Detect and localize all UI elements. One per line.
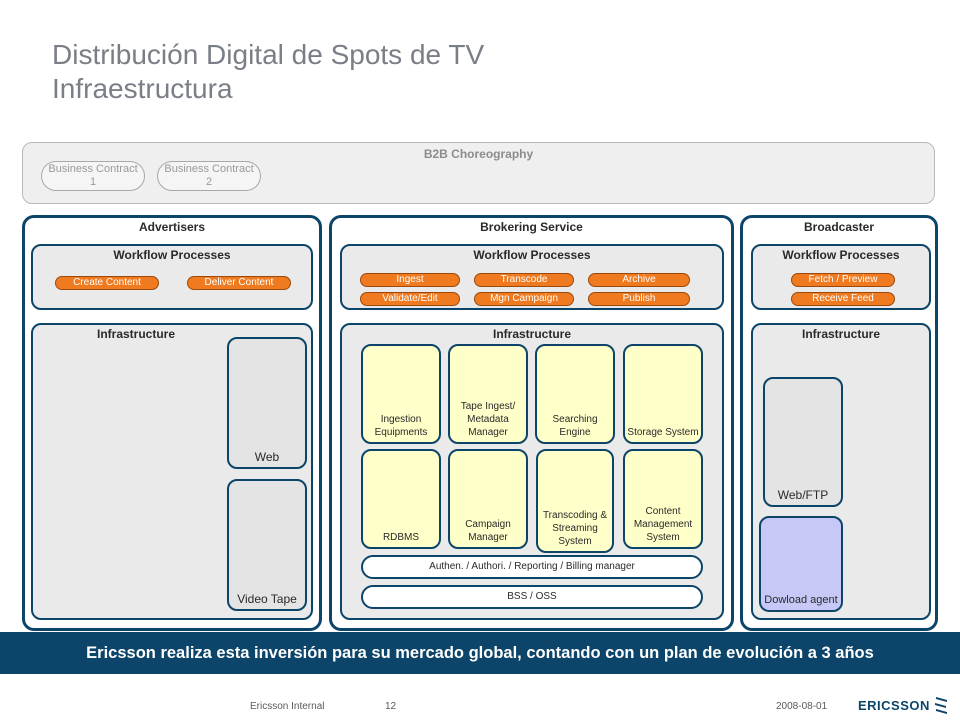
advertisers-infrastructure-title: Infrastructure bbox=[96, 327, 176, 341]
component-download-agent: Dowload agent bbox=[759, 516, 843, 612]
footer-classification: Ericsson Internal bbox=[250, 701, 325, 712]
advertisers-infrastructure-panel: Infrastructure Web Video Tape bbox=[31, 323, 313, 620]
workflow-transcode: Transcode bbox=[474, 273, 574, 287]
component-web-ftp: Web/FTP bbox=[763, 377, 843, 507]
broadcaster-infrastructure-title: Infrastructure bbox=[801, 327, 881, 341]
component-searching-engine: Searching Engine bbox=[535, 344, 615, 444]
business-contract-1: Business Contract 1 bbox=[41, 161, 145, 191]
component-tape-ingest-metadata-manager: Tape Ingest/ Metadata Manager bbox=[448, 344, 528, 444]
b2b-choreography-band: B2B Choreography Business Contract 1 Bus… bbox=[22, 142, 935, 204]
brokering-infrastructure-panel: Infrastructure Ingestion Equipments Tape… bbox=[340, 323, 724, 620]
component-transcoding-streaming-system: Transcoding & Streaming System bbox=[536, 449, 614, 553]
brokering-workflow-title: Workflow Processes bbox=[473, 248, 591, 262]
component-video-tape: Video Tape bbox=[227, 479, 307, 611]
brokering-infrastructure-title: Infrastructure bbox=[492, 327, 572, 341]
logo-text: ERICSSON bbox=[858, 697, 930, 713]
brokering-workflow-panel: Workflow Processes Ingest Transcode Arch… bbox=[340, 244, 724, 310]
workflow-receive-feed: Receive Feed bbox=[791, 292, 895, 306]
footer-date: 2008-08-01 bbox=[776, 701, 828, 712]
broadcaster-workflow-title: Workflow Processes bbox=[782, 248, 900, 262]
brokering-service-column: Brokering Service Workflow Processes Ing… bbox=[329, 215, 734, 631]
component-campaign-manager: Campaign Manager bbox=[448, 449, 528, 549]
page-title-line1: Distribución Digital de Spots de TV bbox=[52, 39, 485, 70]
advertisers-workflow-panel: Workflow Processes Create Content Delive… bbox=[31, 244, 313, 310]
advertisers-column: Advertisers Workflow Processes Create Co… bbox=[22, 215, 322, 631]
workflow-deliver-content: Deliver Content bbox=[187, 276, 291, 290]
ericsson-logo: ERICSSON bbox=[858, 696, 948, 714]
broadcaster-infrastructure-panel: Infrastructure Web/FTP Dowload agent bbox=[751, 323, 931, 620]
broadcaster-workflow-panel: Workflow Processes Fetch / Preview Recei… bbox=[751, 244, 931, 310]
broadcaster-title: Broadcaster bbox=[803, 220, 875, 234]
bar-auth-reporting-billing: Authen. / Authori. / Reporting / Billing… bbox=[361, 555, 703, 579]
advertisers-workflow-title: Workflow Processes bbox=[113, 248, 231, 262]
component-ingestion-equipments: Ingestion Equipments bbox=[361, 344, 441, 444]
footer-page-number: 12 bbox=[385, 701, 397, 712]
page-title-line2: Infraestructura bbox=[52, 73, 233, 104]
workflow-publish: Publish bbox=[588, 292, 690, 306]
workflow-mgn-campaign: Mgn Campaign bbox=[474, 292, 574, 306]
business-contract-2: Business Contract 2 bbox=[157, 161, 261, 191]
component-rdbms: RDBMS bbox=[361, 449, 441, 549]
workflow-create-content: Create Content bbox=[55, 276, 159, 290]
component-web: Web bbox=[227, 337, 307, 469]
conclusion-banner: Ericsson realiza esta inversión para su … bbox=[0, 632, 960, 674]
broadcaster-column: Broadcaster Workflow Processes Fetch / P… bbox=[740, 215, 938, 631]
workflow-archive: Archive bbox=[588, 273, 690, 287]
component-storage-system: Storage System bbox=[623, 344, 703, 444]
bar-bss-oss: BSS / OSS bbox=[361, 585, 703, 609]
ericsson-logo-icon bbox=[934, 697, 947, 714]
workflow-validate-edit: Validate/Edit bbox=[360, 292, 460, 306]
component-content-management-system: Content Management System bbox=[623, 449, 703, 549]
b2b-title: B2B Choreography bbox=[423, 147, 534, 161]
advertisers-title: Advertisers bbox=[138, 220, 206, 234]
workflow-ingest: Ingest bbox=[360, 273, 460, 287]
workflow-fetch-preview: Fetch / Preview bbox=[791, 273, 895, 287]
page-title: Distribución Digital de Spots de TV Infr… bbox=[52, 38, 484, 106]
brokering-title: Brokering Service bbox=[480, 220, 583, 234]
